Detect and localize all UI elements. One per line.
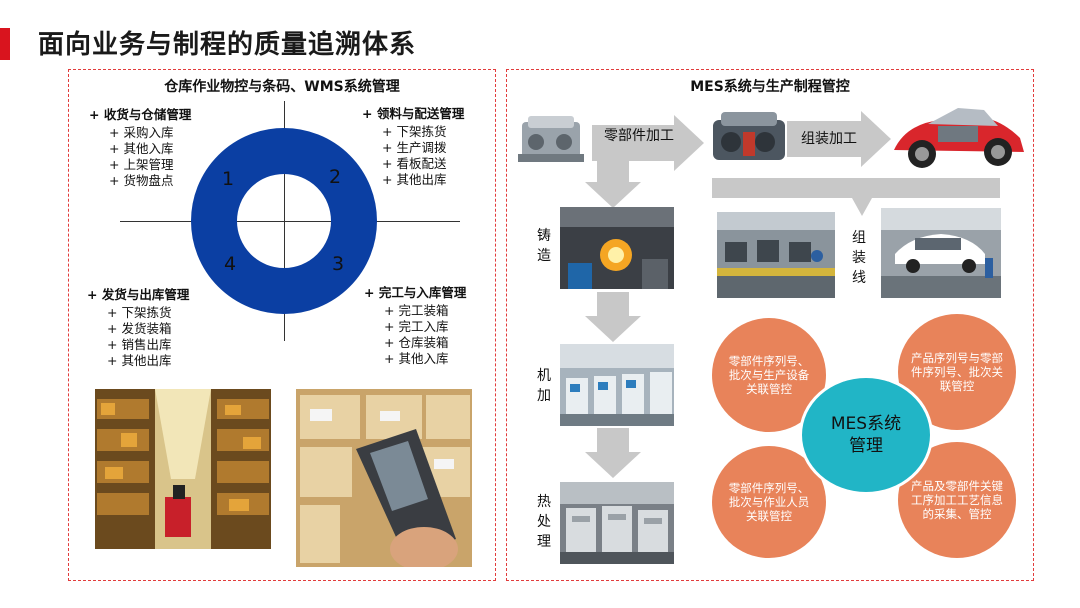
page-title: 面向业务与制程的质量追溯体系 bbox=[38, 30, 417, 60]
process-label-machining: 机 加 bbox=[537, 368, 551, 404]
quadrant-heading: + 收货与仓储管理 bbox=[89, 107, 192, 122]
arrow-label-assembly: 组装加工 bbox=[801, 131, 857, 147]
list-item: + 销售出库 bbox=[107, 337, 172, 352]
process-arrow-right bbox=[592, 115, 704, 171]
warehouse-shelves-photo bbox=[95, 389, 271, 549]
mes-center-bubble: MES系统 管理 bbox=[799, 375, 933, 495]
arrow-label-parts: 零部件加工 bbox=[604, 128, 674, 144]
barcode-scanner-photo bbox=[296, 389, 472, 567]
quadrant-number-2: 2 bbox=[329, 166, 342, 188]
right-panel: MES系统与生产制程管控 bbox=[506, 69, 1034, 581]
quadrant-number-3: 3 bbox=[332, 253, 345, 275]
quadrant-axis-vertical bbox=[284, 101, 285, 341]
list-item: + 其他入库 bbox=[384, 351, 449, 366]
list-item: + 仓库装箱 bbox=[384, 335, 449, 350]
list-item: + 生产调拨 bbox=[382, 140, 447, 155]
process-label-casting: 铸 造 bbox=[537, 228, 551, 264]
list-item: + 下架拣货 bbox=[107, 305, 172, 320]
quadrant-picking: + 领料与配送管理 + 下架拣货 + 生产调拨 + 看板配送 + 其他出库 bbox=[362, 103, 464, 188]
list-item: + 发货装箱 bbox=[107, 321, 172, 336]
quadrant-ring bbox=[191, 128, 377, 314]
list-item: + 看板配送 bbox=[382, 156, 447, 171]
list-item: + 下架拣货 bbox=[382, 124, 447, 139]
list-item: + 其他入库 bbox=[109, 141, 174, 156]
quadrant-number-4: 4 bbox=[224, 253, 237, 275]
list-item: + 其他出库 bbox=[382, 172, 447, 187]
list-item: + 其他出库 bbox=[107, 353, 172, 368]
process-arrow-down bbox=[585, 428, 641, 478]
engine-part-image bbox=[518, 116, 584, 162]
list-item: + 货物盘点 bbox=[109, 173, 174, 188]
quadrant-axis-horizontal bbox=[120, 221, 460, 222]
process-arrow-down bbox=[585, 292, 641, 342]
quadrant-number-1: 1 bbox=[222, 168, 235, 190]
left-panel: 仓库作业物控与条码、WMS系统管理 bbox=[68, 69, 496, 581]
process-arrow-down bbox=[585, 160, 641, 208]
list-item: + 完工装箱 bbox=[384, 303, 449, 318]
title-accent-bar bbox=[0, 28, 10, 60]
quadrant-completion: + 完工与入库管理 + 完工装箱 + 完工入库 + 仓库装箱 + 其他入库 bbox=[364, 282, 466, 367]
heat-treatment-photo bbox=[560, 482, 674, 564]
assembled-engine-image bbox=[713, 112, 785, 160]
left-panel-title: 仓库作业物控与条码、WMS系统管理 bbox=[164, 79, 400, 95]
process-arrow-right-2 bbox=[787, 111, 891, 167]
quadrant-heading: + 发货与出库管理 bbox=[87, 287, 190, 302]
assembly-line-photo-cars bbox=[881, 208, 1001, 298]
assembly-bracket-arrow bbox=[712, 178, 1000, 216]
car-image bbox=[894, 108, 1024, 168]
list-item: + 采购入库 bbox=[109, 125, 174, 140]
quadrant-shipping: + 发货与出库管理 + 下架拣货 + 发货装箱 + 销售出库 + 其他出库 bbox=[87, 284, 189, 369]
list-item: + 完工入库 bbox=[384, 319, 449, 334]
process-label-heat-treatment: 热 处 理 bbox=[537, 494, 551, 550]
quadrant-heading: + 领料与配送管理 bbox=[362, 106, 465, 121]
right-panel-title: MES系统与生产制程管控 bbox=[690, 79, 850, 95]
machining-photo bbox=[560, 344, 674, 426]
assembly-line-photo-engines bbox=[717, 212, 835, 298]
casting-photo bbox=[560, 207, 674, 289]
quadrant-receiving: + 收货与仓储管理 + 采购入库 + 其他入库 + 上架管理 + 货物盘点 bbox=[89, 104, 191, 189]
list-item: + 上架管理 bbox=[109, 157, 174, 172]
assembly-line-label: 组 装 线 bbox=[852, 230, 866, 286]
quadrant-heading: + 完工与入库管理 bbox=[364, 285, 467, 300]
